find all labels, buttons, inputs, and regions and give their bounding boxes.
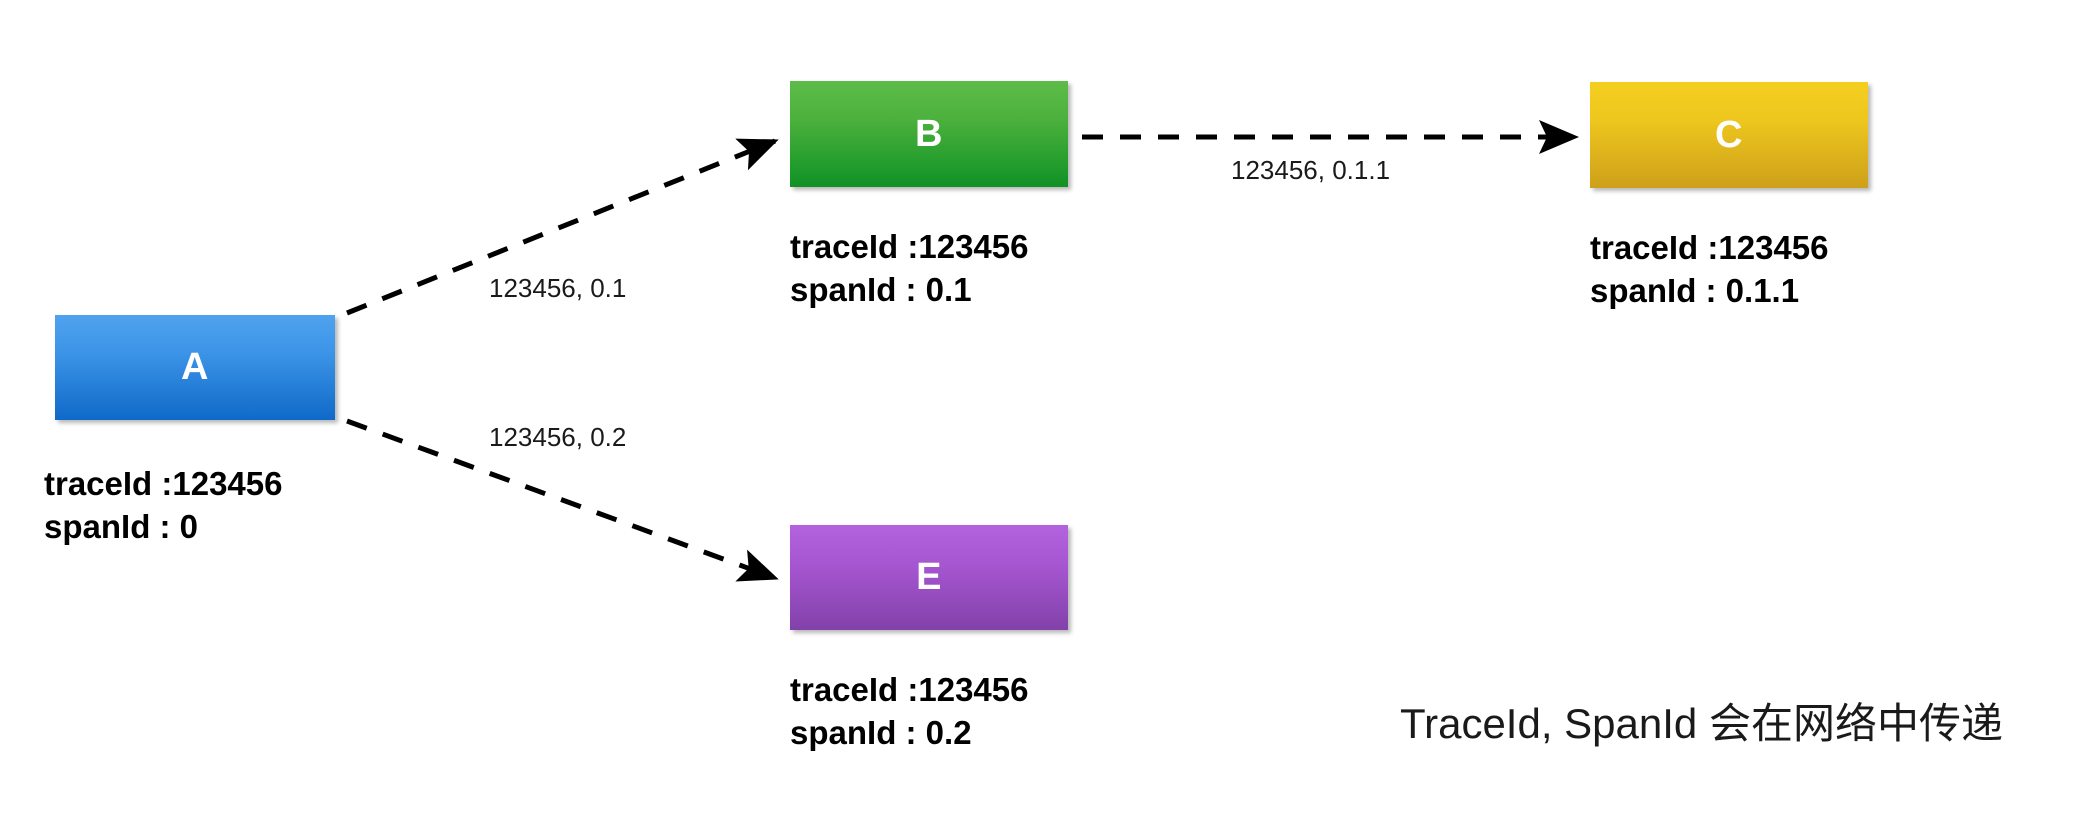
node-a-label: A — [181, 346, 209, 388]
diagram-caption: TraceId, SpanId 会在网络中传递 — [1400, 700, 2003, 747]
node-a-span-id: spanId : 0 — [44, 508, 199, 545]
node-e-trace-id: traceId :123456 — [790, 671, 1029, 708]
node-c-label: C — [1715, 113, 1743, 156]
edge-label-a-to-b: 123456, 0.1 — [489, 273, 627, 303]
node-e-metadata: traceId :123456 spanId : 0.2 — [790, 668, 1029, 754]
node-b[interactable]: B — [790, 81, 1068, 187]
node-b-metadata: traceId :123456 spanId : 0.1 — [790, 225, 1029, 311]
node-a-trace-id: traceId :123456 — [44, 465, 283, 502]
edge-label-a-to-e: 123456, 0.2 — [489, 422, 627, 452]
node-a[interactable]: A — [55, 315, 335, 420]
node-b-label: B — [915, 112, 943, 155]
node-b-span-id: spanId : 0.1 — [790, 271, 972, 308]
node-e-span-id: spanId : 0.2 — [790, 714, 972, 751]
node-c[interactable]: C — [1590, 82, 1868, 188]
node-c-trace-id: traceId :123456 — [1590, 229, 1829, 266]
node-a-metadata: traceId :123456 spanId : 0 — [44, 462, 283, 548]
node-b-trace-id: traceId :123456 — [790, 228, 1029, 265]
node-e[interactable]: E — [790, 525, 1068, 630]
node-e-label: E — [916, 556, 942, 598]
node-c-span-id: spanId : 0.1.1 — [1590, 272, 1800, 309]
edge-label-b-to-c: 123456, 0.1.1 — [1231, 155, 1391, 185]
node-c-metadata: traceId :123456 spanId : 0.1.1 — [1590, 226, 1829, 312]
